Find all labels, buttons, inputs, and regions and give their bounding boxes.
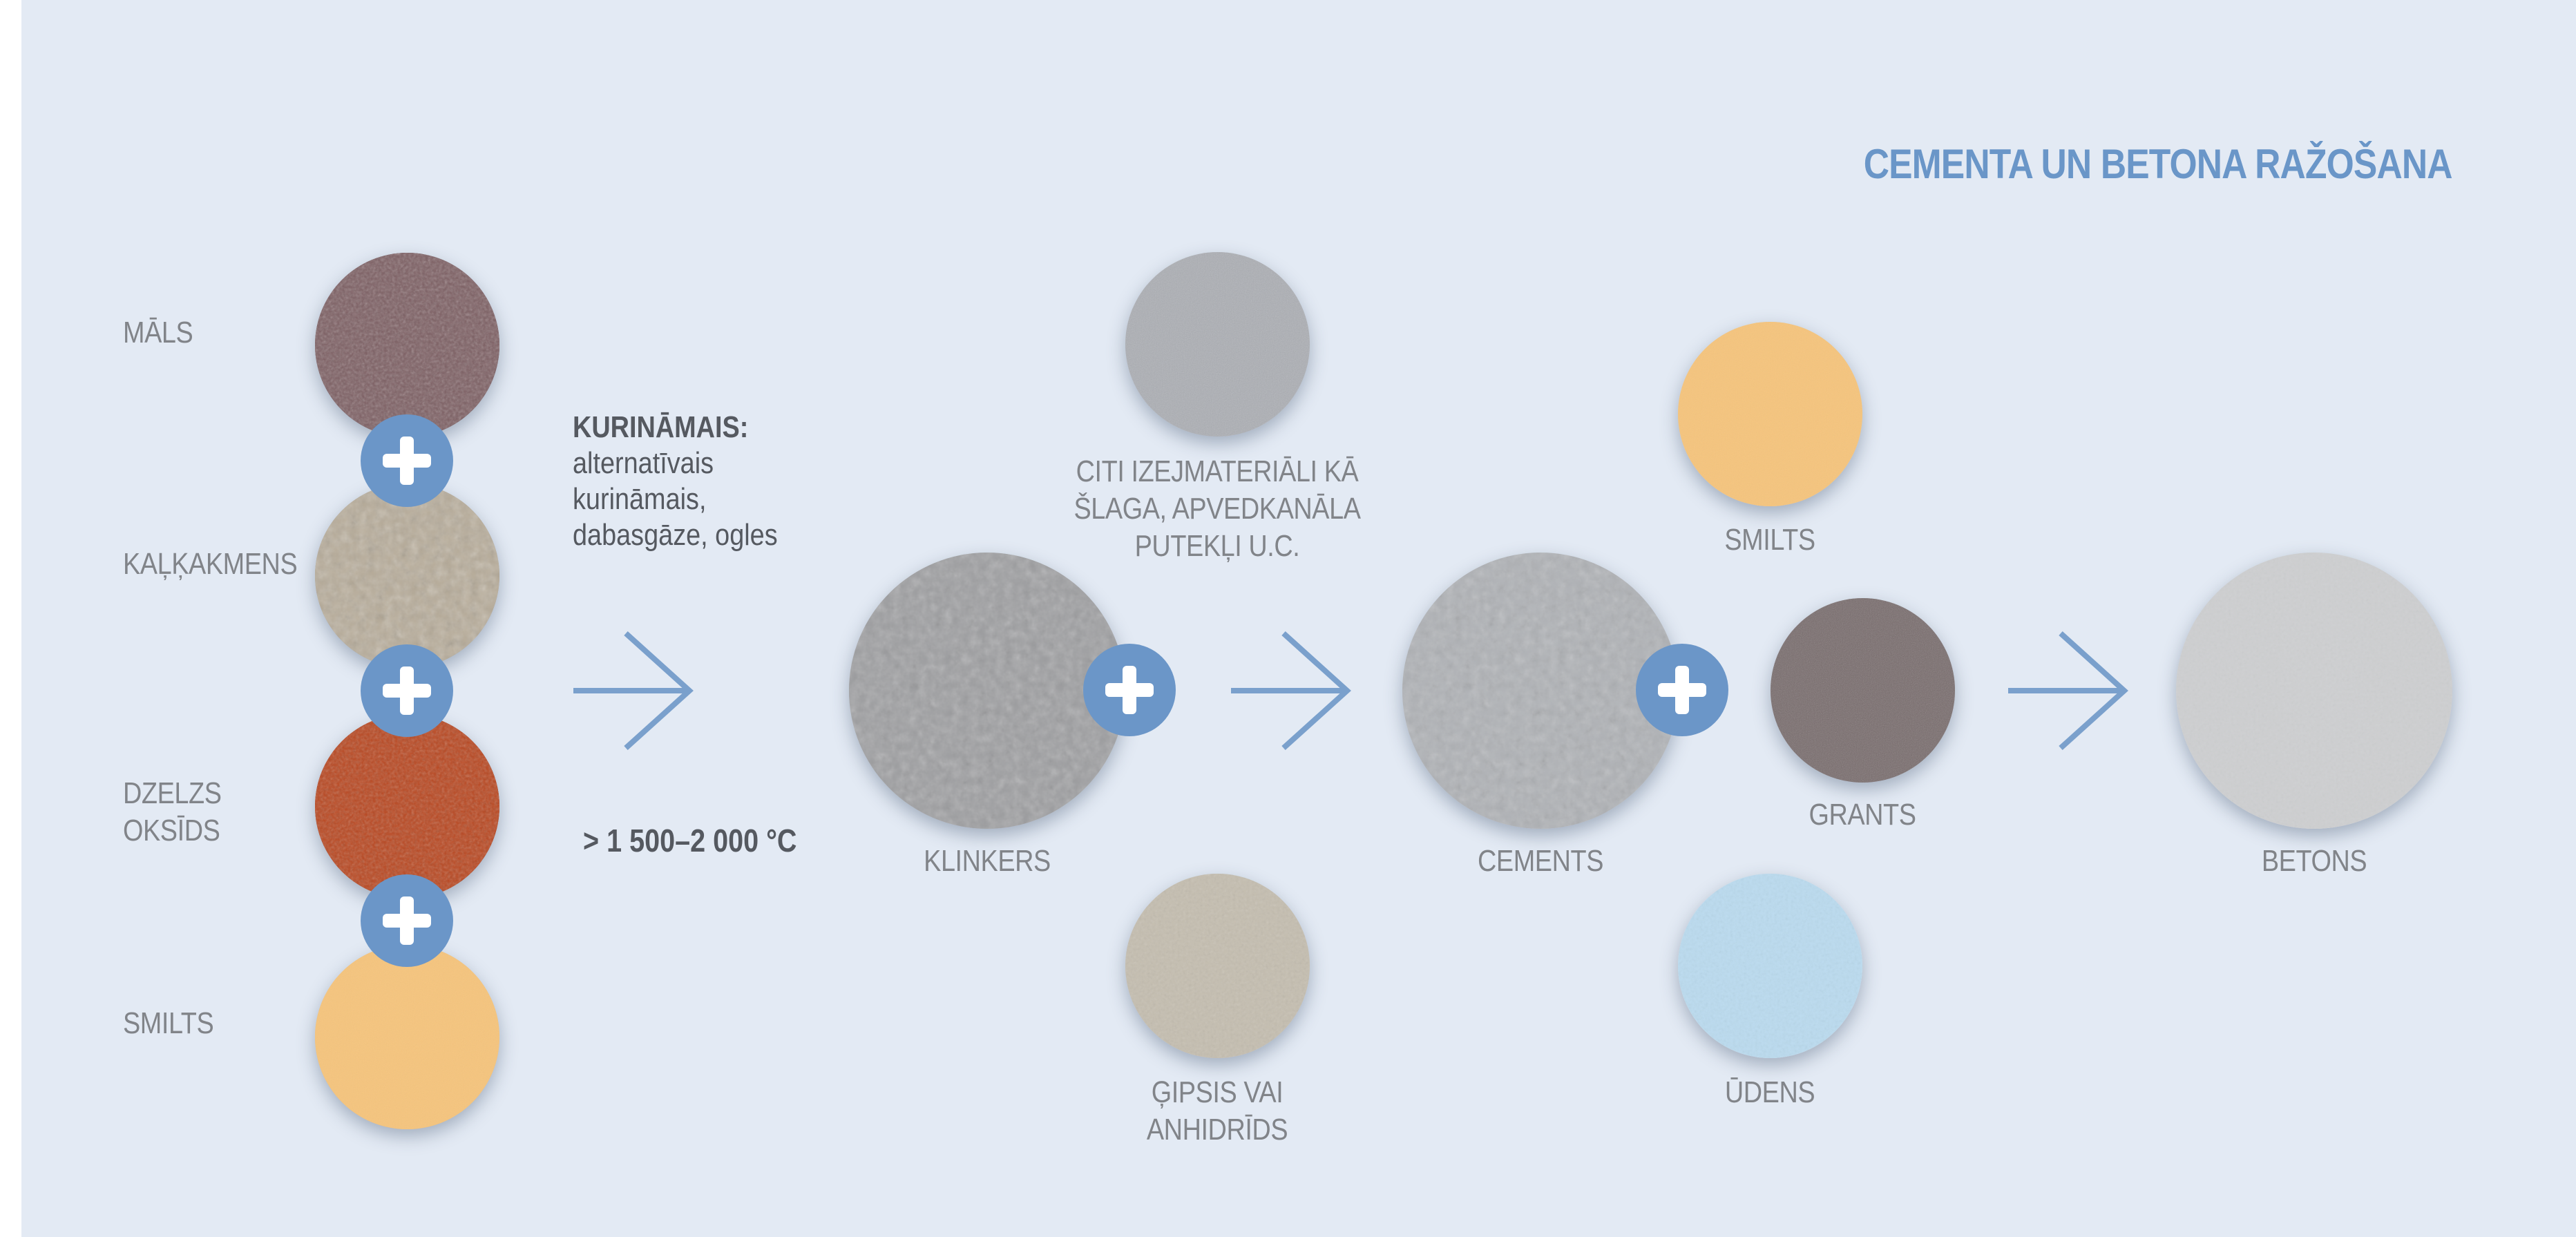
arrow-right-icon (2008, 631, 2128, 750)
other-materials-line-3: PUTEKĻI U.C. (1134, 529, 1300, 563)
fuel-line-1: alternatīvais (573, 446, 714, 480)
gravel-label: GRANTS (1809, 798, 1916, 832)
other-materials-line-2: ŠLAGA, APVEDKANĀLA (1074, 492, 1361, 526)
iron-oxide-label-line-2: OKSĪDS (123, 814, 220, 847)
clinker-label: KLINKERS (924, 844, 1051, 878)
gypsum-image (1125, 874, 1310, 1058)
iron-oxide-label-line-1: DZELZS (123, 776, 222, 810)
clay-image (315, 253, 499, 437)
other-materials-label: CITI IZEJMATERIĀLI KĀ ŠLAGA, APVEDKANĀLA… (1074, 453, 1360, 565)
other-materials-image (1125, 252, 1310, 437)
clinker-image (849, 553, 1125, 829)
concrete-sand-image (1678, 322, 1862, 506)
fuel-line-3: dabasgāze, ogles (573, 518, 778, 552)
gypsum-line-1: ĢIPSIS VAI (1151, 1075, 1284, 1109)
iron-oxide-image (315, 714, 499, 899)
arrow-right-icon (1231, 631, 1351, 750)
plus-icon (1083, 644, 1176, 736)
arrow-right-icon (573, 631, 694, 750)
temperature-label: > 1 500–2 000 °C (583, 823, 797, 859)
plus-icon (361, 414, 453, 507)
sand-image (315, 945, 499, 1129)
water-image (1678, 874, 1862, 1058)
cement-image (1402, 553, 1679, 829)
plus-icon (1636, 644, 1728, 736)
clay-label: MĀLS (123, 316, 193, 349)
cement-label: CEMENTS (1478, 844, 1603, 878)
limestone-image (315, 483, 499, 668)
fuel-line-2: kurināmais, (573, 482, 707, 516)
iron-oxide-label: DZELZS OKSĪDS (123, 775, 222, 850)
gypsum-line-2: ANHIDRĪDS (1146, 1113, 1288, 1147)
fuel-heading: KURINĀMAIS: (573, 410, 749, 444)
plus-icon (361, 644, 453, 737)
gravel-image (1771, 598, 1955, 783)
concrete-label: BETONS (2261, 844, 2367, 878)
gypsum-label: ĢIPSIS VAI ANHIDRĪDS (1147, 1074, 1288, 1149)
fuel-description: KURINĀMAIS: alternatīvais kurināmais, da… (573, 410, 778, 553)
plus-icon (361, 874, 453, 967)
other-materials-line-1: CITI IZEJMATERIĀLI KĀ (1076, 454, 1359, 488)
concrete-sand-label: SMILTS (1724, 523, 1815, 557)
water-label: ŪDENS (1724, 1075, 1815, 1109)
sand-label: SMILTS (123, 1006, 214, 1040)
page-title: CEMENTA UN BETONA RAŽOŠANA (1864, 141, 2453, 187)
limestone-label: KAĻĶAKMENS (123, 547, 298, 581)
concrete-image (2176, 553, 2452, 829)
